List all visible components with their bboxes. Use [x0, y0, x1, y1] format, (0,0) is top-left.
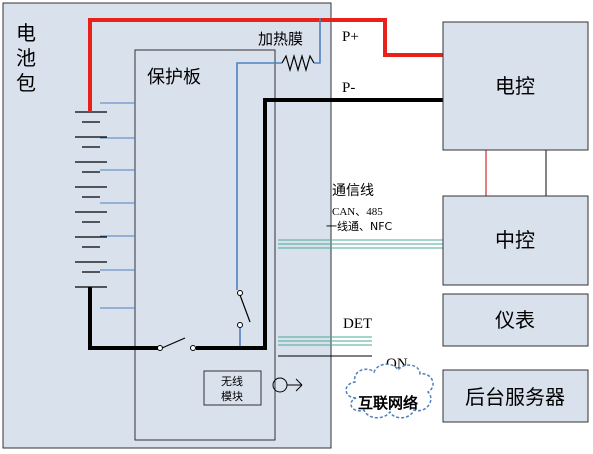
wireless-module-label-1: 无线 — [221, 374, 243, 388]
p-plus-wire — [88, 18, 443, 112]
instrument-label: 仪表 — [495, 308, 535, 332]
p-plus-label: P+ — [342, 29, 359, 45]
wireless-module — [203, 370, 262, 406]
protection-board-label: 保护板 — [147, 67, 201, 88]
instrument-box — [442, 293, 589, 347]
main-switch-blade — [161, 337, 186, 349]
comm-detail-2: 一线通、NFC — [326, 219, 393, 233]
heating-film-lead-outer — [314, 18, 321, 64]
cloud-label: 互联网络 — [358, 394, 418, 412]
cell-tap-lines — [100, 102, 135, 309]
heating-switch-contact-2 — [237, 322, 243, 328]
det-lines — [278, 336, 372, 346]
battery-pack-label-2: 池 — [16, 46, 36, 70]
battery-pack-label-3: 包 — [16, 71, 36, 95]
heating-film-lead-inner — [236, 62, 282, 290]
antenna-arrow-down — [295, 384, 303, 392]
main-switch-contact-right — [190, 345, 196, 351]
comm-detail-1: CAN、485 — [332, 206, 383, 218]
central-control-label: 中控 — [495, 228, 535, 252]
p-minus-label: P- — [342, 80, 355, 96]
heating-film-resistor — [281, 53, 315, 73]
comm-title: 通信线 — [332, 183, 374, 199]
heating-switch-blade — [239, 294, 251, 323]
comm-lines — [278, 239, 443, 249]
heating-switch-contact — [237, 290, 243, 296]
backend-server-label: 后台服务器 — [465, 385, 565, 409]
cloud-icon — [345, 363, 434, 419]
antenna-arrow-up — [295, 378, 303, 386]
p-minus-return-wire — [196, 98, 443, 350]
main-switch-contact-left — [157, 345, 163, 351]
wireless-module-label-2: 模块 — [221, 390, 243, 403]
electronic-control-label: 电控 — [495, 74, 535, 98]
p-minus-wire — [88, 287, 158, 350]
backend-server-box — [442, 369, 589, 423]
battery-pack-label-1: 电 — [16, 21, 36, 45]
electronic-control-box — [442, 21, 589, 151]
central-control-box — [442, 195, 589, 286]
det-label: DET — [343, 316, 372, 332]
heating-film-label: 加热膜 — [258, 30, 303, 48]
